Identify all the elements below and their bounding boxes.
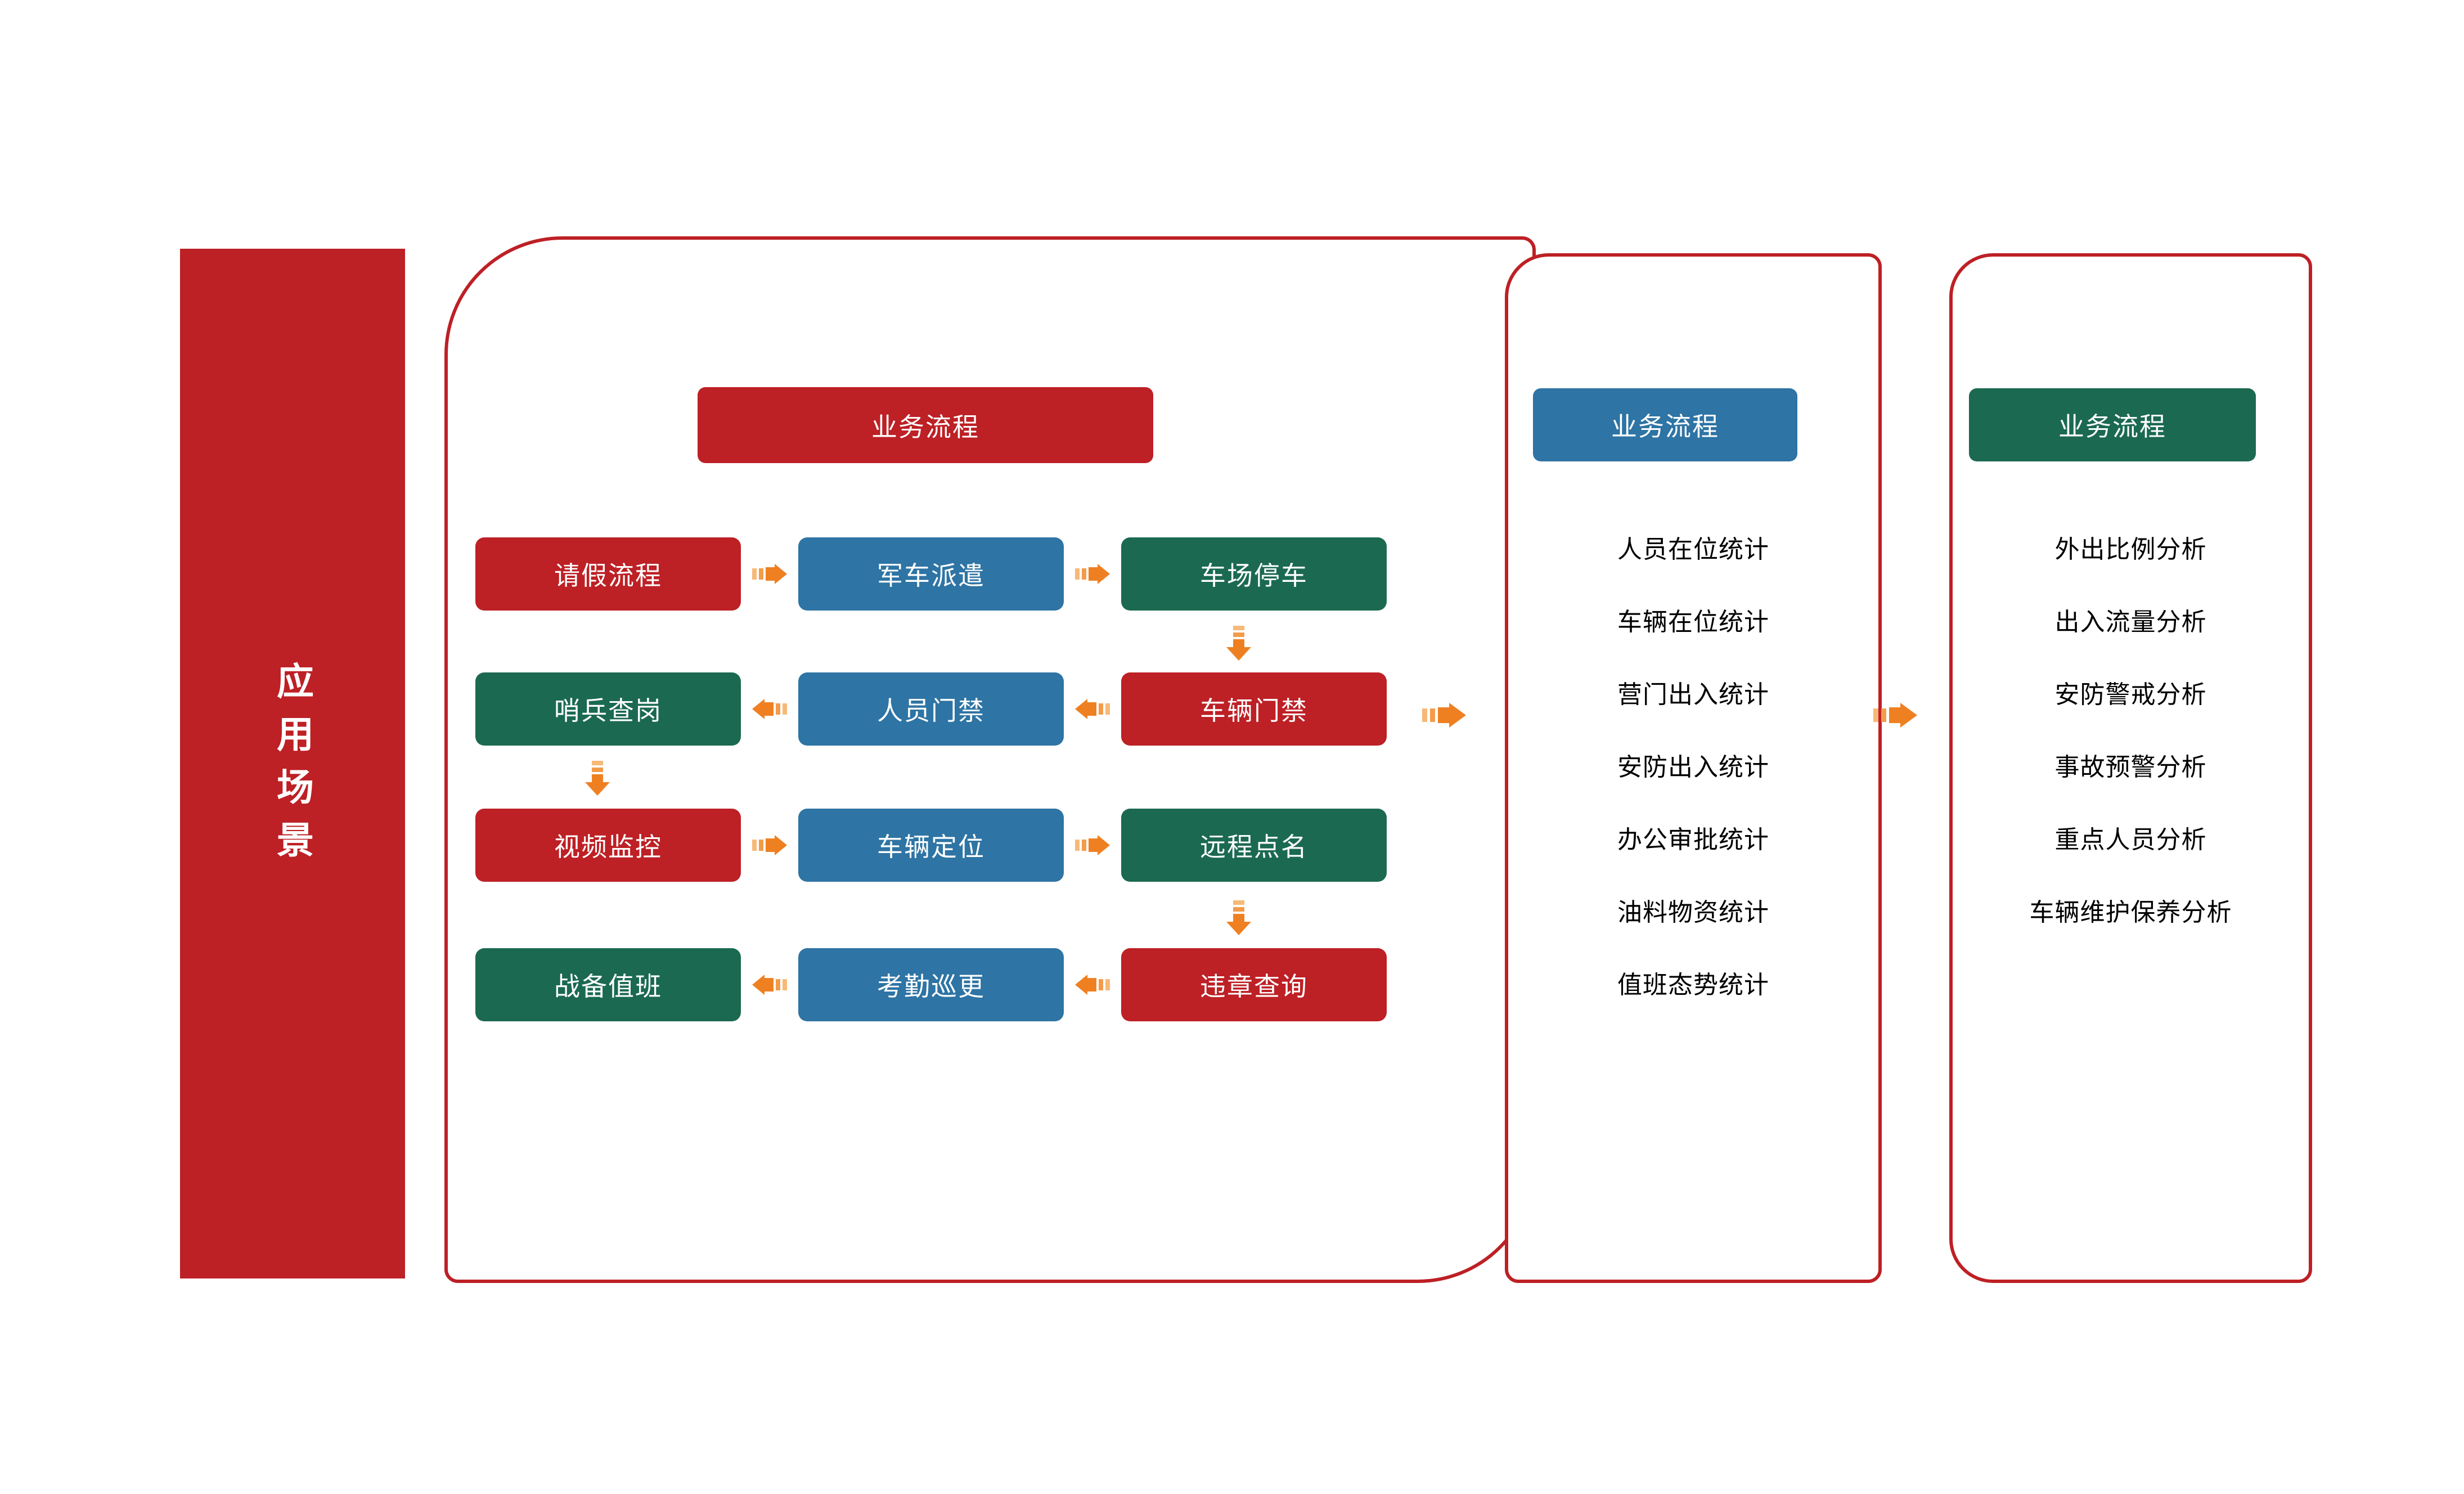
arrow-slot bbox=[741, 948, 798, 1021]
process-flow-grid: 请假流程 军车派遣 bbox=[475, 537, 1387, 1021]
scenario-banner: 应用场景 bbox=[180, 249, 405, 1278]
arrow-slot bbox=[741, 809, 798, 882]
process-panel-header: 业务流程 bbox=[698, 387, 1153, 463]
arrow-down-icon bbox=[1225, 900, 1252, 942]
arrow-right-icon bbox=[1873, 701, 1917, 730]
process-row: 哨兵查岗 人员门禁 bbox=[475, 672, 1387, 746]
list-item[interactable]: 安防警戒分析 bbox=[2054, 681, 2207, 708]
list-item[interactable]: 车辆维护保养分析 bbox=[2029, 899, 2232, 926]
process-box[interactable]: 考勤巡更 bbox=[798, 948, 1064, 1021]
arrow-slot bbox=[1064, 809, 1121, 882]
statistics-list: 人员在位统计 车辆在位统计 营门出入统计 安防出入统计 办公审批统计 油料物资统… bbox=[1505, 537, 1882, 1046]
process-box[interactable]: 军车派遣 bbox=[798, 537, 1064, 611]
arrow-right-icon bbox=[752, 562, 787, 586]
arrow-slot bbox=[1064, 537, 1121, 611]
list-item[interactable]: 办公审批统计 bbox=[1617, 826, 1769, 854]
process-row: 战备值班 考勤巡更 bbox=[475, 948, 1387, 1021]
arrow-right-icon bbox=[752, 833, 787, 858]
arrow-right-icon bbox=[1075, 833, 1110, 858]
list-item[interactable]: 值班态势统计 bbox=[1617, 971, 1769, 999]
arrow-slot bbox=[1064, 948, 1121, 1021]
list-item[interactable]: 出入流量分析 bbox=[2054, 608, 2207, 636]
process-box[interactable]: 请假流程 bbox=[475, 537, 741, 611]
arrow-left-icon bbox=[1075, 972, 1110, 997]
list-item[interactable]: 重点人员分析 bbox=[2054, 826, 2207, 854]
process-box[interactable]: 车辆门禁 bbox=[1121, 672, 1387, 746]
process-box[interactable]: 远程点名 bbox=[1121, 809, 1387, 882]
list-item[interactable]: 营门出入统计 bbox=[1617, 681, 1769, 708]
process-row: 请假流程 军车派遣 bbox=[475, 537, 1387, 611]
process-box[interactable]: 车场停车 bbox=[1121, 537, 1387, 611]
analysis-list: 外出比例分析 出入流量分析 安防警戒分析 事故预警分析 重点人员分析 车辆维护保… bbox=[1949, 537, 2312, 973]
scenario-banner-label: 应用场景 bbox=[272, 662, 313, 873]
arrow-left-icon bbox=[752, 697, 787, 721]
arrow-left-icon bbox=[752, 972, 787, 997]
list-item[interactable]: 油料物资统计 bbox=[1617, 899, 1769, 926]
process-box[interactable]: 哨兵查岗 bbox=[475, 672, 741, 746]
list-item[interactable]: 人员在位统计 bbox=[1617, 536, 1769, 563]
process-box[interactable]: 违章查询 bbox=[1121, 948, 1387, 1021]
process-box[interactable]: 车辆定位 bbox=[798, 809, 1064, 882]
list-item[interactable]: 车辆在位统计 bbox=[1617, 608, 1769, 636]
arrow-left-icon bbox=[1075, 697, 1110, 721]
process-box[interactable]: 视频监控 bbox=[475, 809, 741, 882]
arrow-slot bbox=[741, 537, 798, 611]
statistics-panel-header: 业务流程 bbox=[1533, 388, 1797, 461]
arrow-down-icon bbox=[1225, 626, 1252, 667]
process-box[interactable]: 人员门禁 bbox=[798, 672, 1064, 746]
analysis-panel-header: 业务流程 bbox=[1969, 388, 2256, 461]
list-item[interactable]: 安防出入统计 bbox=[1617, 753, 1769, 781]
arrow-down-icon bbox=[584, 761, 611, 802]
list-item[interactable]: 事故预警分析 bbox=[2054, 753, 2207, 781]
arrow-slot bbox=[741, 672, 798, 746]
list-item[interactable]: 外出比例分析 bbox=[2054, 536, 2207, 563]
process-row: 视频监控 车辆定位 bbox=[475, 809, 1387, 882]
arrow-right-icon bbox=[1075, 562, 1110, 586]
process-box[interactable]: 战备值班 bbox=[475, 948, 741, 1021]
arrow-right-icon bbox=[1422, 701, 1466, 730]
arrow-slot bbox=[1064, 672, 1121, 746]
